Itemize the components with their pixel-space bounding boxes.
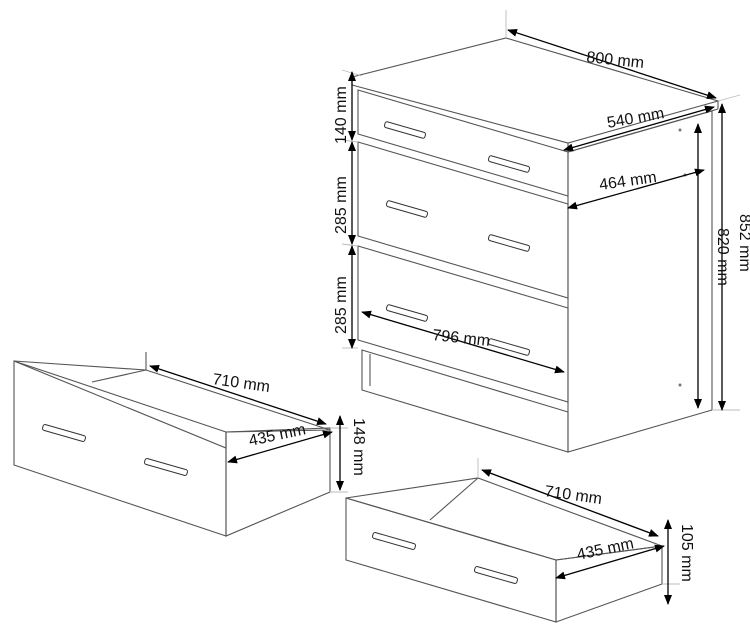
left-drawer-front — [13, 360, 227, 537]
middle-drawer-front — [357, 141, 569, 299]
handle-icon — [41, 424, 87, 442]
label-left-435: 435 mm — [247, 421, 307, 450]
handle-icon — [385, 200, 429, 218]
label-left-148: 148 mm — [350, 418, 367, 476]
right-width-710-dimension — [481, 469, 659, 537]
label-right-105: 105 mm — [678, 524, 695, 582]
top-drawer-front — [357, 89, 569, 197]
cabinet — [351, 37, 720, 453]
width-800-dimension — [507, 28, 717, 100]
label-796: 796 mm — [432, 327, 491, 350]
handle-icon — [473, 566, 519, 584]
left-drawer-side — [225, 427, 331, 537]
cabinet-dimensions — [341, 10, 741, 411]
label-285-b: 285 mm — [333, 276, 350, 334]
handle-icon — [143, 458, 189, 476]
depth-540-dimension — [563, 105, 715, 152]
left-width-710-dimension — [149, 365, 327, 425]
width-796-dimension — [361, 310, 565, 374]
right-depth-435-dimension — [555, 544, 665, 580]
depth-464-dimension — [567, 168, 705, 210]
label-140: 140 mm — [333, 86, 350, 144]
handle-icon — [371, 532, 417, 550]
label-820: 820 mm — [714, 228, 731, 286]
handle-icon — [383, 121, 427, 139]
left-drawer-dimensions — [149, 365, 348, 493]
cabinet-plinth — [361, 349, 569, 453]
handle-icon — [385, 304, 429, 322]
handle-icon — [487, 234, 531, 252]
label-800: 800 mm — [586, 49, 645, 72]
label-285-a: 285 mm — [333, 176, 350, 234]
right-drawer-inner — [429, 477, 479, 521]
label-852: 852 mm — [736, 214, 750, 272]
handle-icon — [487, 155, 531, 173]
left-drawer — [13, 352, 331, 537]
hinge-dot — [678, 128, 682, 132]
label-540: 540 mm — [606, 105, 666, 132]
cabinet-side — [567, 110, 713, 453]
right-drawer-dimensions — [477, 458, 680, 605]
label-464: 464 mm — [598, 169, 658, 194]
left-drawer-inner — [91, 369, 147, 383]
right-drawer-front — [345, 497, 557, 623]
bottom-drawer-front — [357, 245, 569, 403]
label-left-710: 710 mm — [211, 371, 271, 396]
left-depth-435-dimension — [227, 430, 333, 464]
label-right-435: 435 mm — [575, 535, 635, 564]
hinge-dot — [678, 383, 682, 387]
handle-icon — [487, 338, 531, 356]
